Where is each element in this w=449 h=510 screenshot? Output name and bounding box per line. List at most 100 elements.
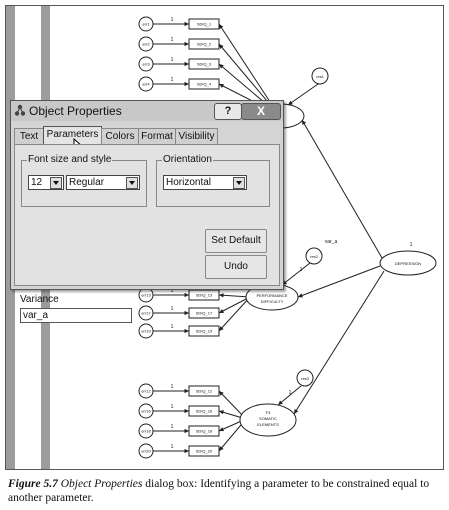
error-path-err19-head — [184, 328, 189, 334]
path-label: 1 — [171, 306, 174, 312]
error-path-err18-head — [184, 428, 189, 434]
error-path-err16-head — [184, 408, 189, 414]
orientation-group-label: Orientation — [162, 154, 213, 165]
indicator-label-SDIQ_19: SDIQ_19 — [196, 329, 213, 334]
font-style-value: Regular — [69, 177, 105, 188]
path-label: 1 — [171, 77, 174, 83]
error-label-err20: err20 — [141, 449, 151, 454]
indicator-label-SDIQ_17: SDIQ_17 — [196, 311, 213, 316]
residual-label-res1: res1 — [316, 74, 325, 79]
loading-path-SDIQ_19 — [218, 296, 251, 332]
factor-label-f3-line1: F3 — [266, 410, 271, 415]
variance-input[interactable]: var_a — [20, 308, 132, 323]
help-button[interactable]: ? — [214, 103, 242, 120]
orientation-value: Horizontal — [166, 177, 212, 188]
close-button[interactable]: X — [241, 103, 281, 120]
font-group-label: Font size and style — [27, 154, 113, 165]
tab-visibility[interactable]: Visibility — [175, 128, 218, 145]
figure-caption: Figure 5.7 Object Properties dialog box:… — [8, 477, 444, 505]
structural-path-f2-head — [298, 293, 303, 298]
orientation-select[interactable]: Horizontal — [163, 175, 247, 190]
tab-format[interactable]: Format — [138, 128, 176, 145]
tab-colors[interactable]: Colors — [101, 128, 139, 145]
factor-label-f2-line1: PERFORMANCE — [256, 293, 287, 298]
path-label: 1 — [171, 404, 174, 410]
residual-path-res1-head — [288, 100, 293, 105]
error-path-err2-head — [184, 41, 189, 47]
undo-button[interactable]: Undo — [205, 255, 267, 279]
path-label: 1 — [171, 17, 174, 23]
path-label: 1 — [171, 444, 174, 450]
set-default-button[interactable]: Set Default — [205, 229, 267, 253]
error-path-err1-head — [184, 21, 189, 27]
loading-path-SDIQ_4-head — [219, 84, 224, 88]
loading-path-SDIQ_3-head — [219, 64, 224, 69]
error-label-err16: err16 — [141, 409, 151, 414]
indicator-label-SDIQ_13: SDIQ_13 — [196, 293, 213, 298]
structural-path-f1 — [301, 119, 383, 259]
error-path-err20-head — [184, 448, 189, 454]
parameters-panel: Font size and style 12 Regular Orientati… — [14, 144, 280, 286]
residual-path-res1 — [287, 83, 319, 106]
structural-path-f3 — [293, 270, 385, 415]
loading-path-SDIQ_19-head — [219, 326, 224, 331]
factor-label-f2-line2: DIFFICULTY — [261, 299, 284, 304]
loading-path-SDIQ_16-head — [219, 410, 224, 415]
indicator-label-SDIQ_4: SDIQ_4 — [197, 82, 212, 87]
indicator-label-SDIQ_2: SDIQ_2 — [197, 42, 212, 47]
residual-circle-res2 — [305, 247, 323, 265]
font-size-style-group: Font size and style 12 Regular — [21, 154, 147, 207]
path-label: 1 — [171, 57, 174, 63]
font-size-select[interactable]: 12 — [28, 175, 64, 190]
residual-label-res2: res2 — [310, 254, 319, 259]
loading-path-SDIQ_17-head — [219, 309, 224, 313]
residual-circle-res1 — [311, 67, 329, 85]
chevron-down-icon[interactable] — [50, 177, 62, 189]
font-style-select[interactable]: Regular — [66, 175, 140, 190]
chevron-down-icon[interactable] — [233, 177, 245, 189]
caption-italic: Object Properties — [60, 478, 143, 490]
structural-path-f1-head — [302, 120, 307, 125]
indicator-label-SDIQ_3: SDIQ_3 — [197, 62, 212, 67]
loading-path-SDIQ_1-head — [219, 24, 224, 29]
path-diagram: err11SDIQ_1err21SDIQ_2err31SDIQ_3err41SD… — [138, 16, 437, 459]
tab-text[interactable]: Text — [14, 128, 44, 145]
structural-path-f3-head — [294, 409, 299, 414]
error-path-err13-head — [184, 292, 189, 298]
figure-label: Figure 5.7 — [8, 478, 58, 490]
error-label-err19: err19 — [141, 329, 151, 334]
dialog-app-icon — [14, 104, 26, 116]
factor-label-depression: DEPRESSION — [395, 261, 421, 266]
path-label: 1 — [410, 242, 413, 248]
path-label: 1 — [171, 288, 174, 294]
path-label: 1 — [171, 424, 174, 430]
font-size-value: 12 — [31, 177, 43, 188]
error-label-err2: err2 — [142, 42, 150, 47]
dialog-title-bar[interactable]: Object Properties ? X — [11, 101, 283, 121]
dialog-title: Object Properties — [29, 104, 122, 118]
residual-path-res2 — [281, 262, 311, 286]
error-label-err3: err3 — [142, 62, 150, 67]
loading-path-SDIQ_20-head — [219, 446, 224, 451]
error-label-err18: err18 — [141, 429, 151, 434]
loading-path-SDIQ_18-head — [219, 427, 224, 432]
error-label-err4: err4 — [142, 82, 150, 87]
indicator-label-SDIQ_18: SDIQ_18 — [196, 429, 213, 434]
error-path-err17-head — [184, 310, 189, 316]
residual-label-res3: res3 — [301, 376, 310, 381]
error-label-err1: err1 — [142, 22, 150, 27]
indicator-label-SDIQ_1: SDIQ_1 — [197, 22, 212, 27]
loading-path-SDIQ_12-head — [219, 391, 224, 396]
caption-text: dialog box: Identifying a parameter to b… — [8, 478, 430, 504]
path-label: 1 — [171, 37, 174, 43]
orientation-group: Orientation Horizontal — [156, 154, 270, 207]
indicator-label-SDIQ_12: SDIQ_12 — [196, 389, 213, 394]
error-path-err3-head — [184, 61, 189, 67]
object-properties-dialog: Object Properties ? X Text Parameters Co… — [10, 100, 284, 323]
residual-circle-res3 — [296, 369, 314, 387]
residual-path-res3 — [277, 385, 302, 406]
chevron-down-icon[interactable] — [126, 177, 138, 189]
loading-path-SDIQ_13 — [218, 294, 251, 298]
variance-parameter-label: var_a — [325, 239, 338, 245]
